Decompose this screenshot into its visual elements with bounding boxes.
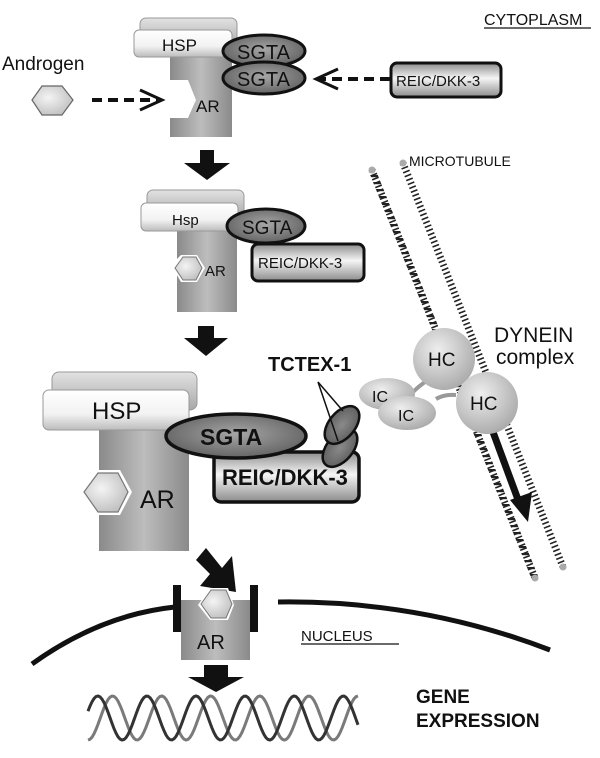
dynein-ic-1-label: IC — [372, 389, 388, 406]
dynein-ic-2-label: IC — [398, 408, 414, 425]
tctex1-pointer-2 — [317, 381, 339, 442]
dynein-transport-arrowhead-icon — [510, 492, 532, 522]
nucleus-androgen-hexagon-icon — [200, 589, 233, 619]
stage2-reic-dkk3 — [250, 242, 366, 283]
dynein-transport-arrow — [489, 430, 524, 507]
stage1-ar-label: AR — [196, 97, 220, 116]
nuclear-import-arrow-icon — [196, 548, 236, 592]
stage3-hsp-label: HSP — [92, 398, 141, 425]
reic-arrowhead-icon — [312, 67, 339, 91]
tctex1-pointer-1 — [317, 381, 344, 412]
transcription-arrow-icon — [188, 665, 244, 692]
stage1-sgta-bottom — [221, 60, 307, 96]
nucleus-label: NUCLEUS — [301, 628, 373, 645]
stage2-complex: AR Hsp REIC/DKK-3 SGTA — [140, 189, 366, 312]
stage1-reic-label: REIC/DKK-3 — [396, 73, 480, 90]
stage1-sgta-bottom-label: SGTA — [237, 69, 291, 91]
microtubule-label: MICROTUBULE — [409, 153, 511, 169]
dna-double-helix — [86, 694, 360, 742]
dynein-hc-1 — [413, 328, 475, 390]
dynein-ic-2 — [378, 396, 436, 430]
androgen-label: Androgen — [2, 54, 84, 75]
stage3-complex: AR HSP REIC/DKK-3 SGTA — [42, 371, 361, 551]
stage2-sgta — [225, 207, 307, 245]
stage2-sgta-label: SGTA — [242, 218, 293, 239]
stage1-complex: AR HSP SGTA SGTA — [133, 17, 307, 137]
microtubule-1-cap — [368, 166, 376, 174]
microtubule-2-stripes — [399, 161, 567, 569]
nuclear-membrane — [30, 599, 551, 667]
stage3-reic-label: REIC/DKK-3 — [222, 465, 348, 490]
gene-expression-label-line2: EXPRESSION — [416, 711, 540, 732]
tctex1-upper — [323, 404, 361, 446]
dynein-hc-2 — [456, 372, 518, 434]
tctex1-label: TCTEX-1 — [268, 354, 351, 376]
stage1-sgta-top-label: SGTA — [237, 42, 291, 64]
stage3-sgta — [164, 412, 308, 460]
androgen-arrowhead-icon — [139, 88, 166, 112]
stage2-hsp-label: Hsp — [172, 212, 199, 229]
dna-strand-light — [87, 694, 359, 742]
stage2-ar-label: AR — [205, 263, 226, 280]
stage2-reic-label: REIC/DKK-3 — [258, 255, 342, 272]
stage1-ar-binding-pocket — [170, 80, 196, 118]
dynein-hc-2-label: HC — [470, 394, 497, 415]
microtubule-2-cap — [399, 159, 407, 167]
androgen-hexagon-icon — [31, 85, 74, 116]
stage1-hsp-label: HSP — [162, 36, 197, 55]
stage3-hsp — [42, 389, 190, 431]
stage3-androgen-hexagon-icon — [83, 472, 129, 513]
ic-hc-linker-2 — [434, 392, 457, 401]
dynein-complex: IC IC HC HC — [359, 328, 518, 434]
nucleus-ar-label: AR — [197, 632, 225, 654]
dynein-hc-1-label: HC — [428, 350, 455, 371]
stage3-sgta-label: SGTA — [200, 424, 262, 450]
microtubule-2-end-cap — [559, 563, 567, 571]
stage3-ar-label: AR — [140, 486, 175, 514]
down-arrow-2-icon — [184, 326, 228, 356]
stage1-reic-dkk3 — [389, 61, 503, 99]
down-arrow-1-icon — [184, 150, 230, 180]
gene-expression-label-line1: GENE — [416, 687, 470, 708]
nuclear-pore-right — [250, 585, 258, 632]
stage2-androgen-hexagon-icon — [174, 256, 203, 281]
cytoplasm-label: CYTOPLASM — [484, 12, 582, 29]
dna-strand-dark — [86, 694, 360, 742]
microtubule-1-end-cap — [531, 574, 539, 582]
nuclear-pore-left — [173, 585, 181, 632]
dynein-complex-label: complex — [496, 346, 575, 369]
dynein-label: DYNEIN — [494, 324, 573, 347]
